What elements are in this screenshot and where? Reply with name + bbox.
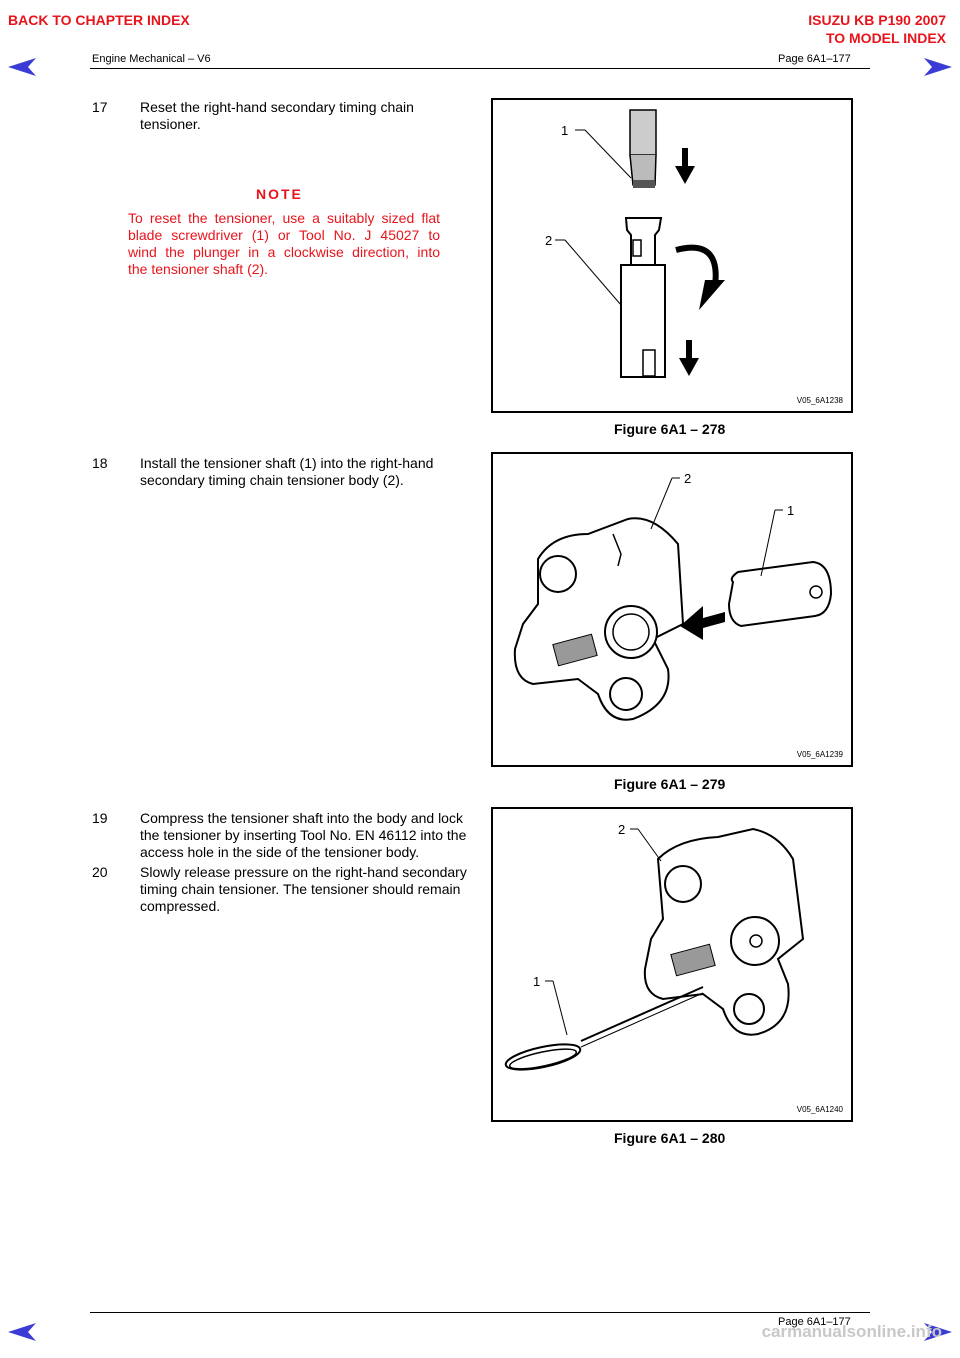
- step-number: 19: [92, 810, 108, 826]
- step-line: Reset the right-hand secondary timing ch…: [140, 99, 414, 115]
- footer-page-number: Page 6A1–177: [778, 1316, 851, 1328]
- note-line: blade screwdriver (1) or Tool No. J 4502…: [128, 227, 440, 243]
- step-line: timing chain tensioner. The tensioner sh…: [140, 881, 461, 897]
- figure-279-image: 2 1 V05_6A1239: [491, 452, 853, 767]
- arrow-left-icon[interactable]: [8, 1323, 36, 1341]
- note-body: To reset the tensioner, use a suitably s…: [128, 210, 440, 278]
- section-title: Engine Mechanical – V6: [92, 53, 211, 65]
- footer-rule: [90, 1312, 870, 1313]
- step-number: 18: [92, 455, 108, 471]
- screwdriver-tensioner-illustration: 1 2: [545, 109, 725, 378]
- arrow-left-icon[interactable]: [8, 58, 36, 76]
- tensioner-body-illustration: 2 1: [513, 471, 833, 721]
- figure-caption: Figure 6A1 – 279: [614, 776, 726, 792]
- step-text: Install the tensioner shaft (1) into the…: [140, 455, 470, 489]
- figure-code: V05_6A1239: [796, 750, 843, 759]
- figure-caption: Figure 6A1 – 278: [614, 421, 726, 437]
- step-number: 17: [92, 99, 108, 115]
- step-line: Install the tensioner shaft (1) into the…: [140, 455, 434, 471]
- step-line: the tensioner by inserting Tool No. EN 4…: [140, 827, 467, 843]
- figure-caption: Figure 6A1 – 280: [614, 1130, 726, 1146]
- step-line: access hole in the side of the tensioner…: [140, 844, 420, 860]
- watermark: carmanualsonline.info: [761, 1322, 942, 1341]
- locking-tool-illustration: 2 1: [504, 822, 805, 1071]
- figure-code: V05_6A1240: [796, 1105, 843, 1114]
- step-text: Slowly release pressure on the right-han…: [140, 864, 485, 915]
- header-page-number: Page 6A1–177: [778, 53, 851, 65]
- callout-label: 2: [684, 471, 691, 486]
- step-line: compressed.: [140, 898, 221, 914]
- callout-label: 1: [533, 974, 540, 989]
- step-number: 20: [92, 864, 108, 880]
- note-line: To reset the tensioner, use a suitably s…: [128, 210, 440, 226]
- model-title-link[interactable]: ISUZU KB P190 2007: [808, 12, 946, 28]
- note-line: the tensioner shaft (2).: [128, 261, 269, 277]
- step-line: Slowly release pressure on the right-han…: [140, 864, 467, 880]
- step-line: secondary timing chain tensioner body (2…: [140, 472, 404, 488]
- callout-label: 2: [618, 822, 625, 837]
- step-line: tensioner.: [140, 116, 201, 132]
- note-line: wind the plunger in a clockwise directio…: [128, 244, 440, 260]
- back-to-chapter-index-link[interactable]: BACK TO CHAPTER INDEX: [8, 12, 190, 28]
- figure-280-image: 2 1 V05_6A1240: [491, 807, 853, 1122]
- step-text: Reset the right-hand secondary timing ch…: [140, 99, 470, 133]
- arrow-right-icon[interactable]: [924, 1323, 952, 1341]
- step-text: Compress the tensioner shaft into the bo…: [140, 810, 485, 861]
- callout-label: 1: [561, 123, 568, 138]
- step-line: Compress the tensioner shaft into the bo…: [140, 810, 463, 826]
- to-model-index-link[interactable]: TO MODEL INDEX: [825, 30, 946, 46]
- figure-278-image: 1 2 V05_6A1238: [491, 98, 853, 413]
- note-title: NOTE: [256, 186, 303, 202]
- header-rule: [90, 68, 870, 69]
- figure-code: V05_6A1238: [796, 396, 843, 405]
- arrow-right-icon[interactable]: [924, 58, 952, 76]
- callout-label: 1: [787, 503, 794, 518]
- callout-label: 2: [545, 233, 552, 248]
